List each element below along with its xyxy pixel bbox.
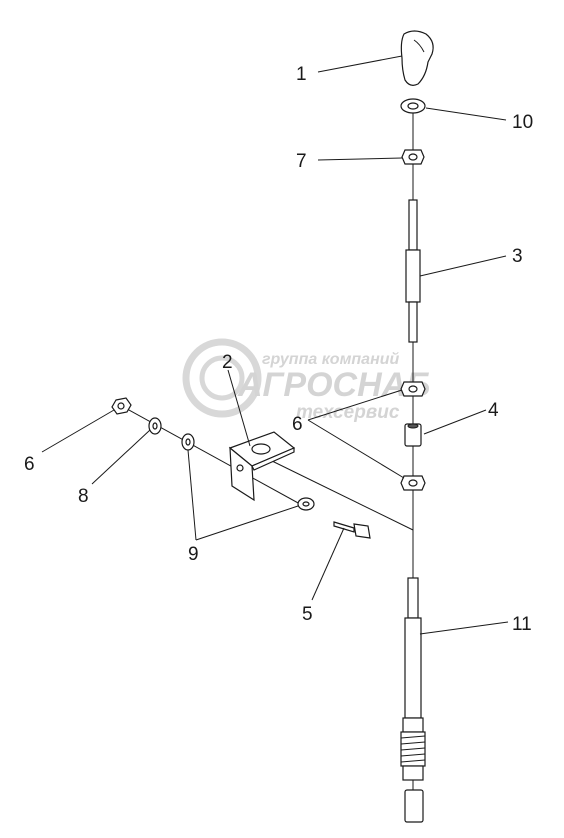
lock-washer-8 — [148, 417, 162, 435]
shift-knob — [400, 30, 434, 86]
washer-9a — [181, 433, 195, 451]
callout-8: 8 — [78, 486, 89, 507]
nut-6-upper — [400, 381, 426, 397]
upper-rod-3 — [405, 199, 421, 378]
callout-2: 2 — [222, 352, 233, 373]
callout-10: 10 — [512, 112, 533, 133]
washer-9b — [297, 497, 315, 511]
callout-6-right: 6 — [292, 414, 303, 435]
thread-section — [400, 731, 426, 767]
watermark-line1: группа компаний — [262, 351, 400, 368]
callout-7: 7 — [296, 151, 307, 172]
callout-6-left: 6 — [24, 454, 35, 475]
callout-4: 4 — [488, 400, 499, 421]
bolt-5 — [333, 521, 371, 539]
nut-7 — [401, 149, 425, 165]
bracket-2 — [228, 431, 296, 502]
coupling-4 — [404, 423, 422, 447]
washer-10 — [400, 98, 426, 114]
watermark-line2: АГРОСНАБ — [237, 366, 430, 404]
callout-1: 1 — [296, 64, 307, 85]
callout-3: 3 — [512, 246, 523, 267]
callout-9: 9 — [188, 544, 199, 565]
nut-6-left — [111, 397, 132, 415]
leader-lines — [41, 55, 509, 635]
callouts: 1 10 7 3 2 4 6 6 8 9 5 11 — [24, 64, 533, 635]
cable-end-11 — [400, 577, 426, 823]
watermark-logo: группа компаний АГРОСНАБ техсервис — [182, 338, 430, 423]
nut-6-lower — [400, 475, 426, 491]
callout-11: 11 — [512, 614, 532, 635]
watermark-line3: техсервис — [296, 402, 400, 423]
callout-5: 5 — [302, 604, 313, 625]
